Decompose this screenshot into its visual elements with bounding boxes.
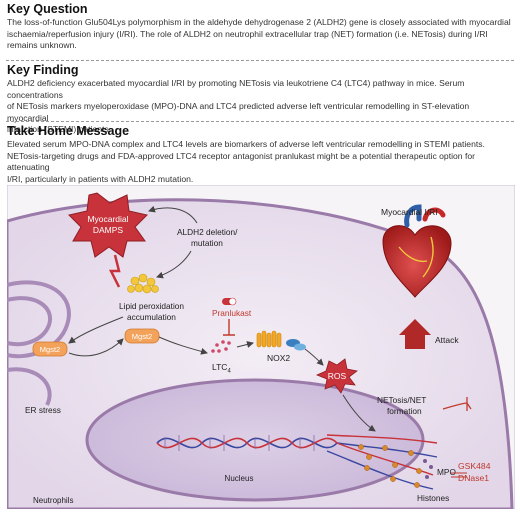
- neutrophils-label: Neutrophils: [33, 496, 73, 505]
- netosis-label-2: formation: [387, 406, 422, 416]
- ltc4-label: LTC4: [212, 362, 231, 375]
- myocardial-damps-label-2: DAMPS: [93, 225, 124, 235]
- take-home-line-1: Elevated serum MPO-DNA complex and LTC4 …: [7, 139, 485, 149]
- section-divider: [6, 60, 514, 61]
- mpo-granules: [423, 459, 433, 479]
- aldh2-to-damps-arrow: [148, 205, 198, 224]
- lipid-droplets-icon: [127, 273, 159, 294]
- key-finding-section: Key Finding ALDH2 deficiency exacerbated…: [0, 63, 520, 136]
- attack-label: Attack: [435, 335, 459, 345]
- nox2-subunit-icon: [286, 339, 306, 351]
- mgst2-to-mgst2-arrow: [68, 338, 124, 357]
- heart-icon: [382, 204, 452, 298]
- mechanism-diagram: Myocardial DAMPS ALDH2 deletion/ mutatio…: [7, 185, 515, 509]
- lipid-to-mgst2-arrow: [68, 316, 124, 344]
- key-finding-title: Key Finding: [7, 63, 79, 77]
- dna-helix: [156, 437, 338, 449]
- net-strands: [326, 434, 438, 490]
- myocardial-damps-burst: Myocardial DAMPS: [68, 192, 148, 258]
- er-membrane: [7, 280, 71, 406]
- inhibitor-line: [451, 472, 467, 478]
- ros-label: ROS: [328, 371, 347, 381]
- mgst2-to-ltc4-arrow: [158, 336, 208, 355]
- myocardial-iri-label: Myocardial I/RI: [381, 207, 438, 217]
- key-finding-line-3: infarction (STEMI) patients.: [7, 124, 112, 135]
- dnase1-label: DNase1: [458, 473, 489, 483]
- take-home-title: Take Home Message: [7, 124, 130, 138]
- take-home-line-2: NETosis-targeting drugs and FDA-approved…: [7, 150, 475, 173]
- key-question-title: Key Question: [7, 2, 88, 16]
- mgst2-er-badge: Mgst2: [32, 341, 68, 357]
- aldh2-deletion-label-2: mutation: [191, 238, 223, 248]
- nox2-label: NOX2: [267, 353, 290, 363]
- gsk484-label: GSK484: [458, 461, 491, 471]
- histone-beads: [358, 444, 422, 488]
- ros-to-netosis-arrow: [342, 394, 376, 432]
- netosis-inhibit-bar: [442, 397, 472, 411]
- attack-arrow-icon: [399, 319, 431, 349]
- key-finding-line-2: of NETosis markers myeloperoxidase (MPO)…: [7, 101, 470, 123]
- take-home-section: Take Home Message Elevated serum MPO-DNA…: [0, 124, 520, 185]
- key-question-line-1: The loss-of-function Glu504Lys polymorph…: [7, 17, 511, 27]
- ltc4-to-nox2-arrow: [236, 341, 254, 348]
- myocardial-damps-label-1: Myocardial: [87, 214, 128, 224]
- pranlukast-pill-icon: [222, 297, 237, 306]
- lipid-peroxidation-label-1: Lipid peroxidation: [119, 301, 184, 311]
- aldh2-deletion-label-1: ALDH2 deletion/: [177, 227, 238, 237]
- mgst2-cytosol-badge: Mgst2: [124, 328, 160, 344]
- nox2-to-ros-arrow: [304, 348, 324, 366]
- ltc4-molecules-icon: [211, 340, 231, 353]
- damps-signal-bolt: [108, 254, 121, 288]
- key-question-line-3: remains unknown.: [7, 40, 77, 51]
- mgst2-er-label: Mgst2: [40, 345, 60, 354]
- nucleus-label: Nucleus: [225, 474, 254, 483]
- pranlukast-inhibit-bar: [223, 319, 235, 336]
- mpo-label: MPO: [437, 467, 456, 477]
- mgst2-cytosol-label: Mgst2: [132, 332, 152, 341]
- dna-rungs: [164, 435, 315, 451]
- pranlukast-label: Pranlukast: [212, 308, 252, 318]
- er-stress-label: ER stress: [25, 405, 61, 415]
- take-home-line-3: I/RI, particularly in patients with ALDH…: [7, 173, 194, 184]
- lipid-peroxidation-label-2: accumulation: [127, 312, 176, 322]
- key-question-line-2: ischaemia/reperfusion injury (I/RI). The…: [7, 28, 488, 39]
- ros-burst: ROS: [315, 358, 358, 394]
- key-question-section: Key Question The loss-of-function Glu504…: [0, 2, 520, 52]
- netosis-label-1: NETosis/NET: [377, 395, 426, 405]
- histones-label: Histones: [417, 493, 449, 503]
- section-divider: [6, 121, 514, 122]
- nox2-receptor-icon: [256, 330, 282, 348]
- key-finding-line-1: ALDH2 deficiency exacerbated myocardial …: [7, 78, 465, 100]
- aldh2-to-lipid-arrow: [156, 250, 192, 279]
